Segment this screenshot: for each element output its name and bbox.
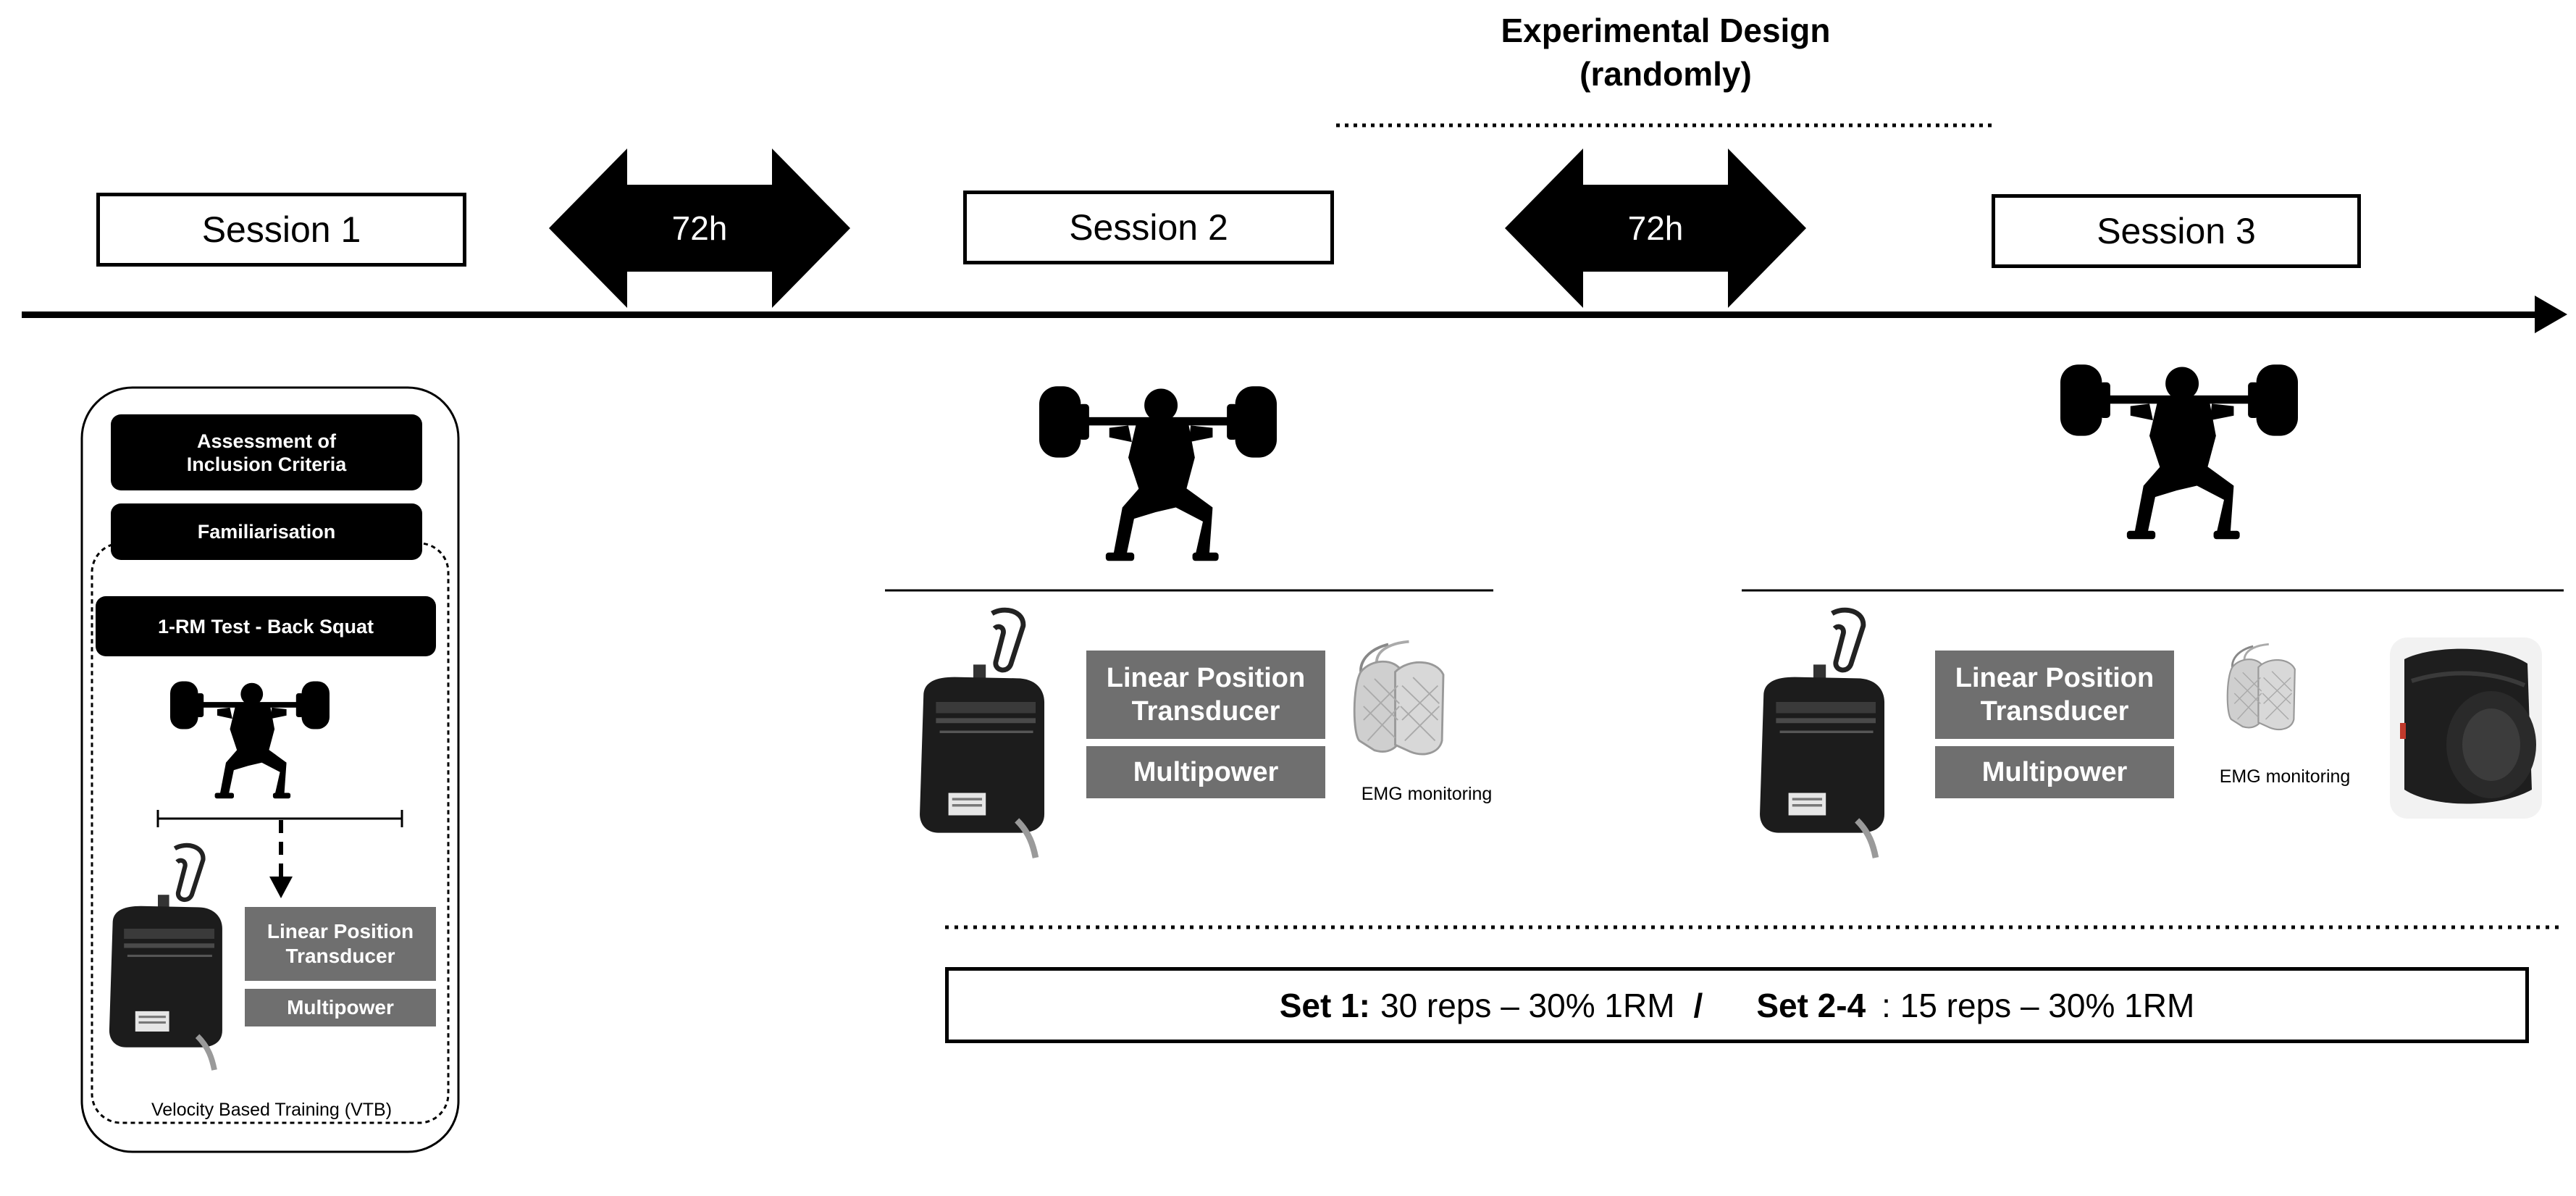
linear-transducer-device-icon	[1760, 610, 1884, 858]
set24-label: Set 2-4	[1756, 986, 1866, 1024]
protocol-box: Set 1: 30 reps – 30% 1RM / Set 2-4 : 15 …	[945, 967, 2529, 1043]
s3-lpt-box: Linear Position Transducer	[1935, 651, 2174, 739]
emg-electrode-icon	[1353, 640, 1445, 756]
double-arrow-icon	[1505, 149, 1806, 308]
s1-multipower-label: Multipower	[287, 996, 394, 1019]
s1-lpt-line-2: Transducer	[285, 945, 395, 967]
s2-lpt-box: Linear Position Transducer	[1086, 651, 1325, 739]
assessment-inclusion-pill: Assessment of Inclusion Criteria	[111, 414, 422, 490]
set1-text: 30 reps – 30% 1RM	[1380, 986, 1675, 1024]
timeline-axis	[22, 311, 2542, 318]
wearable-band-icon	[2390, 637, 2542, 819]
set-separator: /	[1693, 986, 1703, 1024]
s1-multipower-box: Multipower	[245, 989, 436, 1026]
s3-multipower-box: Multipower	[1935, 746, 2174, 798]
s2-lpt-line-2: Transducer	[1131, 696, 1280, 727]
vbt-caption: Velocity Based Training (VTB)	[151, 1100, 393, 1120]
set1-label: Set 1:	[1279, 986, 1370, 1024]
s2-multipower-box: Multipower	[1086, 746, 1325, 798]
session-3-box: Session 3	[1992, 194, 2361, 268]
session-1-label: Session 1	[201, 209, 361, 250]
s1-lpt-line-1: Linear Position	[267, 920, 414, 942]
squat-athlete-icon	[170, 681, 330, 799]
squat-athlete-icon	[2060, 364, 2298, 540]
s2-emg-label: EMG monitoring	[1361, 784, 1493, 804]
s2-lpt-line-1: Linear Position	[1106, 663, 1306, 693]
rm-test-pill: 1-RM Test - Back Squat	[96, 596, 436, 656]
emg-electrode-icon	[2226, 643, 2296, 731]
s3-lpt-line-1: Linear Position	[1955, 663, 2155, 693]
assessment-line-1: Assessment of	[196, 430, 337, 452]
session-1-box: Session 1	[96, 193, 466, 267]
rm-test-label: 1-RM Test - Back Squat	[157, 615, 374, 637]
session-2-label: Session 2	[1069, 207, 1228, 248]
s2-multipower-label: Multipower	[1133, 756, 1279, 787]
assessment-line-2: Inclusion Criteria	[186, 453, 347, 475]
session1-panel	[80, 386, 460, 1153]
double-arrow-icon	[549, 149, 850, 308]
linear-transducer-device-icon	[109, 845, 222, 1070]
s3-emg-label: EMG monitoring	[2219, 766, 2351, 787]
design-title: Experimental Design (randomly)	[1231, 9, 2100, 96]
linear-transducer-device-icon	[920, 610, 1044, 858]
session-2-box: Session 2	[963, 191, 1334, 264]
timeline-arrowhead	[2535, 296, 2567, 333]
s1-lpt-box: Linear Position Transducer	[245, 907, 436, 981]
title-line-1: Experimental Design	[1501, 12, 1831, 49]
s3-multipower-label: Multipower	[1981, 756, 2128, 787]
set24-text: : 15 reps – 30% 1RM	[1881, 986, 2195, 1024]
familiarisation-pill: Familiarisation	[111, 503, 422, 560]
gap-1-label: 72h	[671, 209, 728, 247]
s3-lpt-line-2: Transducer	[1980, 696, 2129, 727]
squat-athlete-icon	[1039, 386, 1277, 561]
familiarisation-label: Familiarisation	[197, 521, 336, 543]
title-line-2: (randomly)	[1579, 55, 1752, 93]
gap-2-label: 72h	[1627, 209, 1684, 247]
rm-test-panel	[91, 542, 450, 1124]
session-3-label: Session 3	[2097, 211, 2256, 251]
